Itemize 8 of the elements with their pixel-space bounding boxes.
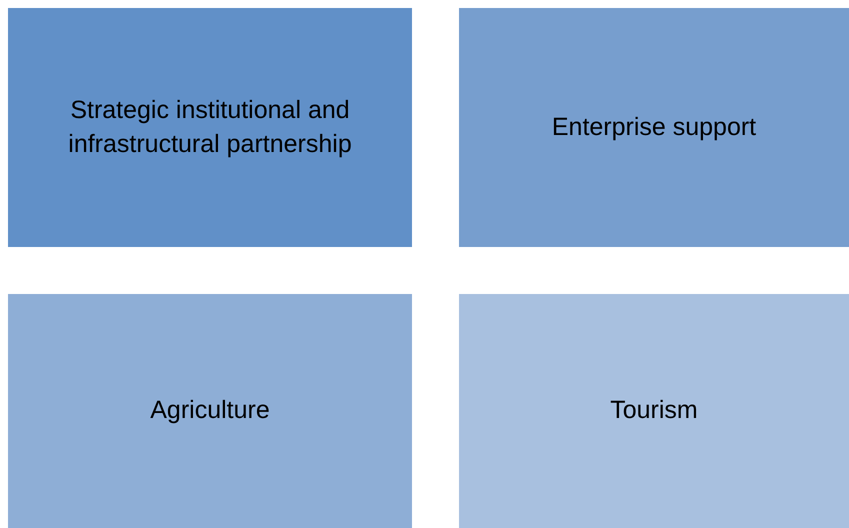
box-label: Enterprise support [550,112,758,143]
category-box [8,8,412,247]
box-label: Agriculture [149,395,271,426]
box-label: Strategic institutional and infrastructural partnership [67,94,353,160]
category-box [459,294,849,528]
category-box [8,294,412,528]
category-box [459,8,849,247]
box-label: Tourism [609,395,699,426]
